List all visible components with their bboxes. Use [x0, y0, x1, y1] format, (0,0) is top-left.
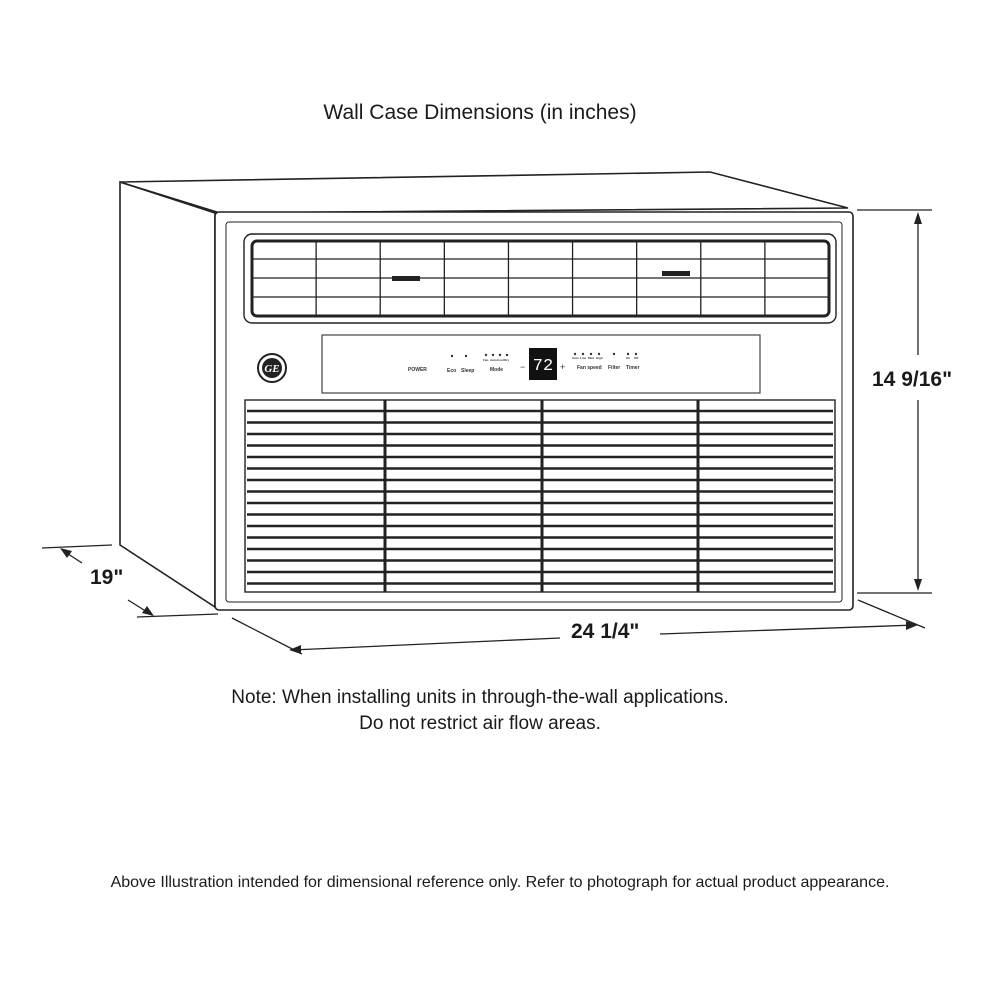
bottom-grille — [244, 399, 836, 593]
diagram-title: Wall Case Dimensions (in inches) — [323, 101, 637, 124]
fan-speed-label: Fan speed — [577, 365, 602, 371]
svg-text:Dry: Dry — [504, 358, 509, 362]
disclaimer: Above Illustration intended for dimensio… — [110, 874, 890, 891]
note-line-1: Note: When installing units in through-t… — [231, 687, 729, 708]
svg-text:Med: Med — [588, 356, 594, 360]
power-label: POWER — [408, 367, 427, 373]
filter-label: Filter — [608, 365, 620, 371]
case-top — [119, 171, 849, 214]
case-side — [119, 180, 216, 609]
vent-tab — [392, 276, 420, 281]
depth-dimension: 19" — [90, 566, 124, 589]
dimension-lines — [41, 209, 932, 655]
temperature-display — [529, 348, 557, 380]
svg-text:Auto: Auto — [490, 358, 497, 362]
sleep-label: Sleep — [461, 368, 474, 374]
width-dimension: 24 1/4" — [565, 620, 646, 644]
timer-label: Timer — [626, 365, 640, 371]
svg-text:High: High — [596, 356, 603, 360]
display-value: 72 — [533, 357, 553, 376]
svg-text:Cool: Cool — [497, 358, 504, 362]
svg-text:Low: Low — [580, 356, 587, 360]
svg-text:On: On — [626, 356, 630, 360]
vent-tab — [662, 271, 690, 276]
top-grille — [243, 233, 837, 324]
bottom-louvers — [247, 400, 833, 592]
note-line-2: Do not restrict air flow areas. — [359, 713, 601, 734]
svg-text:Auto: Auto — [572, 356, 579, 360]
eco-label: Eco — [447, 368, 456, 374]
height-dimension: 14 9/16" — [872, 368, 953, 391]
ge-logo-text: GE — [264, 363, 279, 375]
svg-text:Off: Off — [634, 356, 638, 360]
plus-button[interactable]: + — [560, 362, 565, 372]
minus-button[interactable]: − — [520, 362, 525, 372]
top-louvers — [252, 241, 829, 316]
mode-label: Mode — [490, 367, 503, 373]
svg-text:Fan: Fan — [483, 358, 489, 362]
